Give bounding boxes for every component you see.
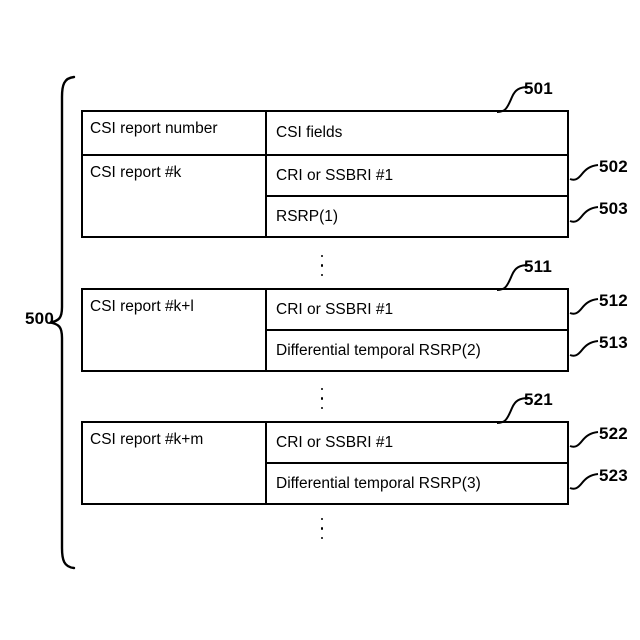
leader-line-502 (569, 164, 599, 181)
ref-521-label: 521 (524, 390, 553, 409)
ref-500-label: 500 (25, 309, 54, 328)
sub-cell-differential-temporal-rsrp: Differential temporal RSRP(2) (276, 341, 481, 359)
csi-report-table-501: CSI report number CSI fields CSI report … (81, 110, 569, 238)
cell-csi-report-k-plus-m: CSI report #k+m (83, 423, 267, 503)
sub-cell-differential-temporal-rsrp: Differential temporal RSRP(3) (276, 474, 481, 492)
cell-csi-fields: CSI fields (267, 112, 567, 154)
leader-line-512 (569, 298, 599, 315)
cell-fields-group-511: CRI or SSBRI #1 Differential temporal RS… (267, 290, 567, 370)
vertical-ellipsis-icon (316, 388, 328, 410)
ref-503-label: 503 (599, 199, 628, 218)
sub-cell-csi-fields: CSI fields (276, 124, 343, 142)
sub-cell-cri-ssbri: CRI or SSBRI #1 (267, 156, 567, 197)
table-row-header: CSI report number CSI fields (83, 112, 567, 156)
sub-cell-cri-ssbri: CRI or SSBRI #1 (267, 290, 567, 331)
leader-line-522 (569, 431, 599, 448)
sub-cell-rsrp: RSRP(1) (276, 207, 339, 225)
leader-line-513 (569, 340, 599, 357)
ref-512-label: 512 (599, 291, 628, 310)
csi-report-table-521: CSI report #k+m CRI or SSBRI #1 Differen… (81, 421, 569, 505)
vertical-ellipsis-icon (316, 518, 328, 540)
sub-cell-cri-ssbri: CRI or SSBRI #1 (267, 423, 567, 464)
ref-502-label: 502 (599, 157, 628, 176)
ref-522-label: 522 (599, 424, 628, 443)
ref-501-label: 501 (524, 79, 553, 98)
table-row: CSI report #k+l CRI or SSBRI #1 Differen… (83, 290, 567, 370)
csi-report-table-511: CSI report #k+l CRI or SSBRI #1 Differen… (81, 288, 569, 372)
leader-line-523 (569, 473, 599, 490)
cell-csi-report-k-plus-l: CSI report #k+l (83, 290, 267, 370)
cell-fields-group-521: CRI or SSBRI #1 Differential temporal RS… (267, 423, 567, 503)
table-row: CSI report #k CRI or SSBRI #1 RSRP(1) (83, 156, 567, 236)
cell-csi-report-number: CSI report number (83, 112, 267, 154)
leader-line-503 (569, 206, 599, 223)
table-row: CSI report #k+m CRI or SSBRI #1 Differen… (83, 423, 567, 503)
ref-513-label: 513 (599, 333, 628, 352)
ref-523-label: 523 (599, 466, 628, 485)
ref-511-label: 511 (524, 257, 553, 276)
cell-csi-report-k: CSI report #k (83, 156, 267, 236)
cell-fields-group-501: CRI or SSBRI #1 RSRP(1) (267, 156, 567, 236)
vertical-ellipsis-icon (316, 255, 328, 277)
